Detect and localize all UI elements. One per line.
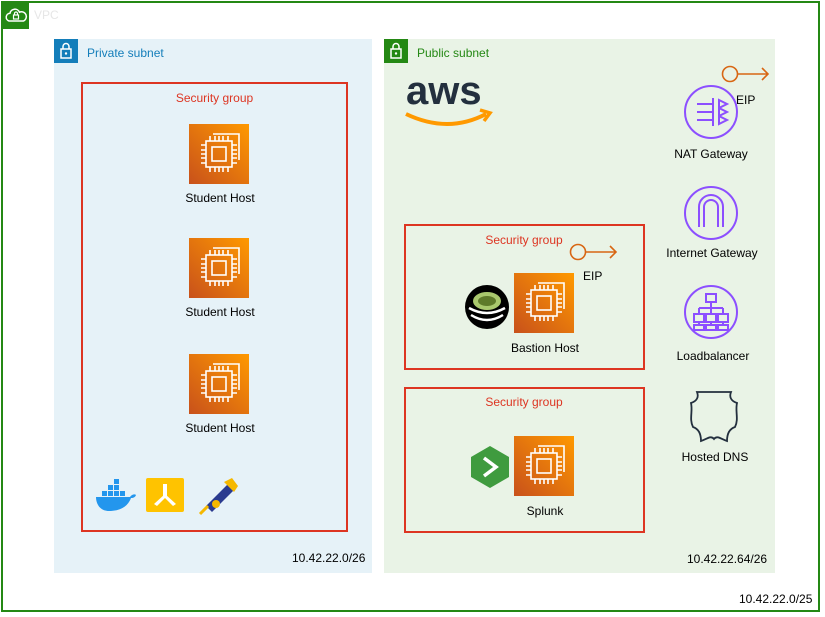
student-host-label: Student Host [185, 421, 255, 435]
ec2-instance-icon [189, 124, 249, 184]
public-subnet-cidr: 10.42.22.64/26 [687, 552, 768, 566]
vpc-badge [3, 3, 29, 29]
private-sg-label: Security group [175, 91, 254, 105]
student-host-label: Student Host [185, 191, 255, 205]
aws-logo: aws [404, 69, 496, 128]
splunk-security-group [404, 387, 645, 533]
load-balancer-icon [683, 284, 739, 340]
private-subnet-label: Private subnet [87, 46, 164, 60]
splunk-sg-label: Security group [485, 395, 563, 409]
private-subnet-cidr: 10.42.22.0/26 [292, 551, 366, 565]
load-balancer-label: Loadbalancer [676, 349, 750, 363]
bastion-sg-label: Security group [485, 233, 563, 247]
eip-icon [569, 242, 619, 262]
bastion-security-group [404, 224, 645, 370]
lock-icon [390, 42, 402, 59]
public-subnet [384, 39, 775, 573]
hosted-dns-label: Hosted DNS [681, 450, 749, 464]
nat-gateway-label: NAT Gateway [674, 147, 748, 161]
eip-icon [721, 64, 771, 84]
route53-shield-icon [687, 389, 741, 443]
vpc-cidr: 10.42.22.0/25 [739, 592, 813, 606]
ec2-instance-icon [189, 354, 249, 414]
teleport-icon [463, 284, 511, 330]
ec2-instance-icon [514, 436, 574, 496]
nginx-hexagon-icon [468, 444, 512, 490]
student-host-label: Student Host [185, 305, 255, 319]
public-subnet-label: Public subnet [417, 46, 490, 60]
nat-eip-label: EIP [736, 93, 756, 107]
ec2-instance-icon [189, 238, 249, 298]
telescope-icon [198, 476, 240, 516]
private-security-group [81, 82, 348, 532]
internet-gateway-icon [683, 185, 739, 241]
nat-gateway-icon [683, 84, 739, 140]
internet-gateway-label: Internet Gateway [666, 246, 758, 260]
private-subnet-badge [54, 39, 78, 63]
docker-icon [95, 479, 137, 513]
bastion-eip-label: EIP [583, 269, 603, 283]
aws-logo-text: aws [406, 70, 482, 113]
ec2-instance-icon [514, 273, 574, 333]
vpc-label: VPC [34, 8, 59, 22]
bastion-host-label: Bastion Host [510, 341, 580, 355]
grafana-like-icon [146, 478, 184, 512]
vpc-cloud-icon [5, 8, 28, 22]
lock-icon [60, 42, 72, 59]
public-subnet-badge [384, 39, 408, 63]
splunk-label: Splunk [526, 504, 564, 518]
